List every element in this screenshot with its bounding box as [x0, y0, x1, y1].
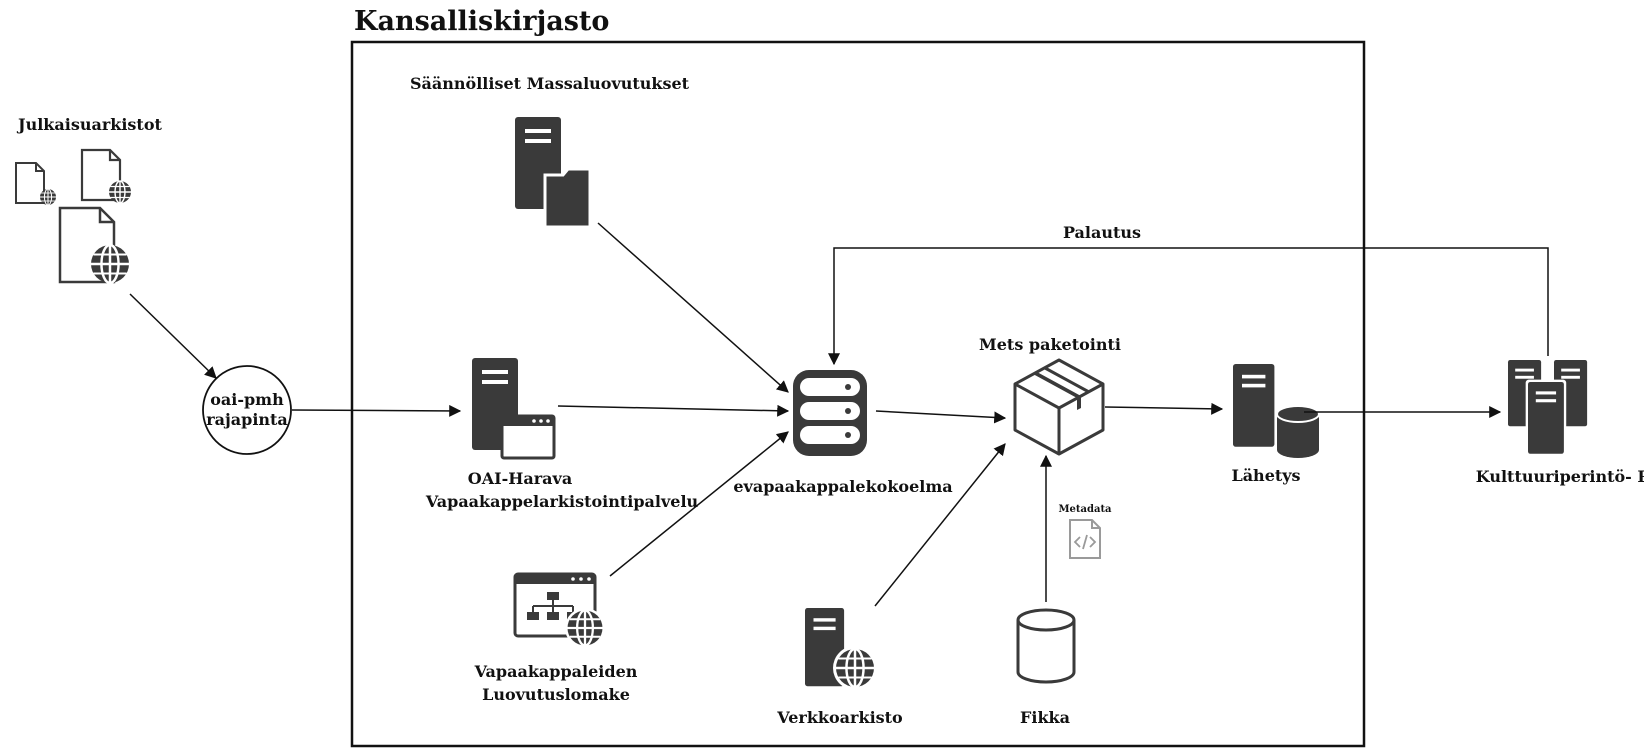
oai-pmh-label-line1: oai-pmh [210, 390, 284, 409]
edge-oai-harava [291, 404, 462, 417]
julkaisuarkistot-label: Julkaisuarkistot [16, 115, 162, 134]
database-icon [793, 370, 867, 456]
package-box-icon [1013, 358, 1105, 456]
container-title: Kansalliskirjasto [354, 6, 609, 37]
edge-mets-lahetys [1104, 402, 1224, 415]
web-form-icon [513, 572, 605, 648]
massaluovutukset-label: Säännölliset Massaluovutukset [410, 74, 690, 93]
server-window-icon [472, 358, 556, 460]
fikka-label: Fikka [1020, 708, 1070, 727]
metadata-label: Metadata [1058, 504, 1112, 515]
verkkoarkisto-label: Verkkoarkisto [776, 708, 903, 727]
edge-db-mets [875, 410, 1007, 424]
edge-palautus [828, 247, 1549, 366]
lomake-label-line1: Vapaakappaleiden [474, 662, 638, 681]
server-folder-icon [515, 117, 592, 229]
code-file-icon [1069, 519, 1101, 559]
kulttuuriperinto-label: Kulttuuriperintö- PAS [1476, 467, 1644, 486]
cylinder-icon [1016, 608, 1076, 684]
edge-verkkoarkisto-mets [874, 443, 1006, 607]
oai-harava-label-line1: OAI-Harava [468, 469, 572, 488]
server-database-icon [1233, 364, 1320, 458]
oai-pmh-node: oai-pmh rajapinta [202, 365, 292, 455]
oai-harava-label-line2: Vapaakappelarkistointipalvelu [425, 492, 699, 511]
lahetys-label: Lähetys [1231, 466, 1300, 485]
server-globe-icon [805, 608, 877, 690]
kansalliskirjasto-container [350, 40, 1366, 748]
lomake-label-line2: Luovutuslomake [482, 685, 630, 704]
web-document-icons [15, 148, 132, 285]
server-cluster-icon [1508, 360, 1588, 457]
edge-harava-db [557, 404, 790, 417]
edge-massaluovutukset-db [597, 222, 789, 393]
edge-lomake-db [609, 431, 789, 577]
diagram-edges [129, 222, 1549, 607]
edge-julkaisuarkistot-oai [129, 293, 217, 379]
mets-label: Mets paketointi [979, 335, 1121, 354]
evapaakappale-label: evapaakappalekokoelma [733, 477, 952, 496]
palautus-label: Palautus [1063, 223, 1141, 242]
oai-pmh-label-line2: rajapinta [206, 410, 288, 429]
